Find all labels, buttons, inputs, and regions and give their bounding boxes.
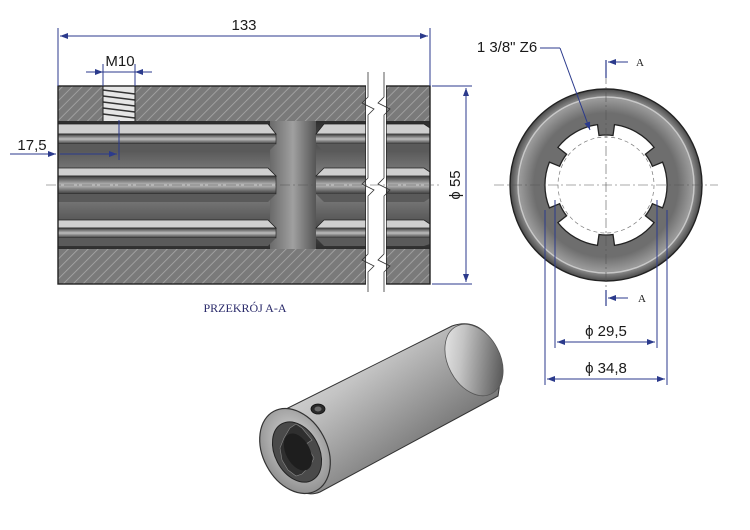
spline-label: 1 3/8" Z6 xyxy=(477,39,591,131)
section-mark-bottom-label: A xyxy=(638,293,646,305)
end-view: A A 1 3/8" Z6 ϕ 29,5 ϕ 34,8 xyxy=(477,39,718,385)
dimension-thread-offset: 17,5 xyxy=(10,120,120,160)
section-mark-top: A xyxy=(605,57,644,78)
total-length-label: 133 xyxy=(231,17,256,34)
section-caption: PRZEKRÓJ A-A xyxy=(203,301,286,315)
thread-offset-label: 17,5 xyxy=(17,137,46,154)
threaded-hole xyxy=(102,86,136,121)
isometric-view xyxy=(259,323,504,495)
spline-label-text: 1 3/8" Z6 xyxy=(477,39,537,56)
dimension-outer-diameter: ϕ 55 xyxy=(432,85,472,285)
break-symbol xyxy=(361,70,391,294)
outer-diameter-label: ϕ 55 xyxy=(447,170,464,199)
section-mark-top-label: A xyxy=(636,57,644,69)
thread-label: M10 xyxy=(105,53,134,70)
spline-diameter-label: ϕ 34,8 xyxy=(585,360,627,377)
inner-diameter-label: ϕ 29,5 xyxy=(585,323,627,340)
dimension-inner-diameter: ϕ 29,5 xyxy=(554,200,658,348)
section-view: 133 M10 17,5 ϕ 55 PRZEKRÓJ A-A xyxy=(10,17,472,315)
section-mark-bottom: A xyxy=(605,290,646,306)
dimension-spline-diameter: ϕ 34,8 xyxy=(544,210,668,385)
dimension-thread: M10 xyxy=(86,53,152,86)
dimension-total-length: 133 xyxy=(57,17,431,86)
